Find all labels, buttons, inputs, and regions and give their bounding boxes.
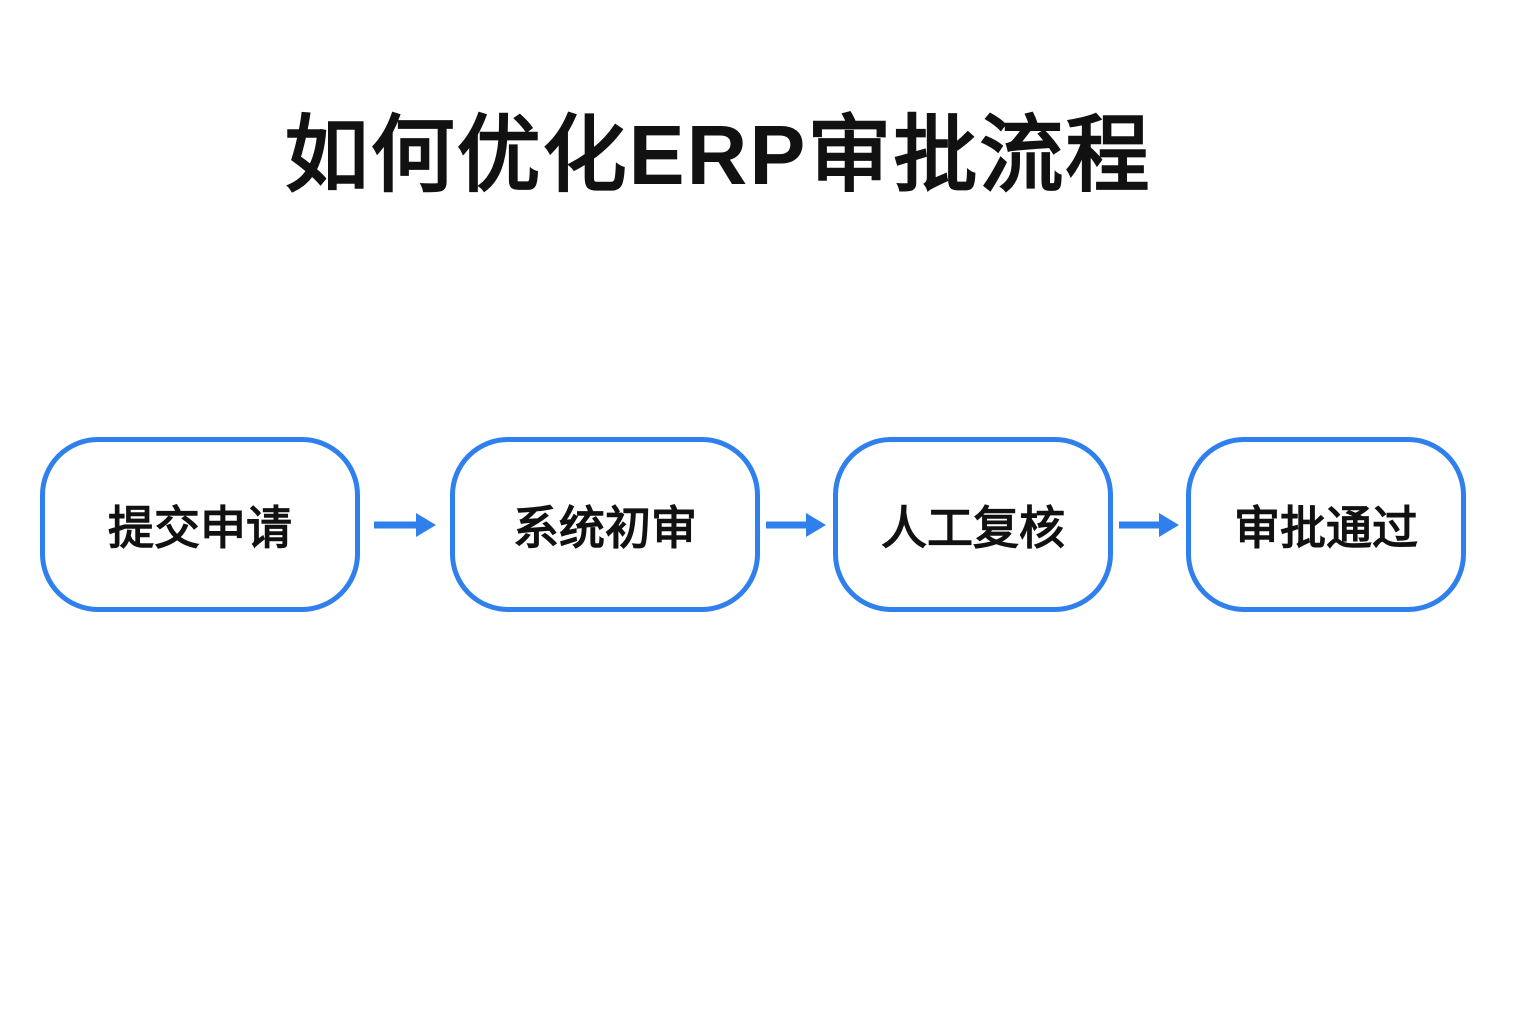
flow-node-label: 系统初审 <box>513 501 697 554</box>
flow-node-manual-recheck: 人工复核 <box>833 437 1113 612</box>
flow-node-label: 提交申请 <box>108 501 292 554</box>
flow-node-submit-application: 提交申请 <box>40 437 360 612</box>
flow-row: 提交申请 系统初审 人工复核 审批通过 <box>40 437 1466 612</box>
flow-node-approval-passed: 审批通过 <box>1186 437 1466 612</box>
right-arrow-icon <box>374 512 436 537</box>
arrow-gap <box>1113 505 1186 545</box>
page-title: 如何优化ERP审批流程 <box>284 108 1152 202</box>
flow-node-system-initial-review: 系统初审 <box>450 437 760 612</box>
right-arrow-icon <box>765 512 826 537</box>
right-arrow-icon <box>1118 512 1179 537</box>
flow-node-label: 人工复核 <box>881 501 1065 554</box>
arrow-gap <box>360 505 450 545</box>
arrow-gap <box>760 505 833 545</box>
flow-node-label: 审批通过 <box>1234 501 1418 554</box>
